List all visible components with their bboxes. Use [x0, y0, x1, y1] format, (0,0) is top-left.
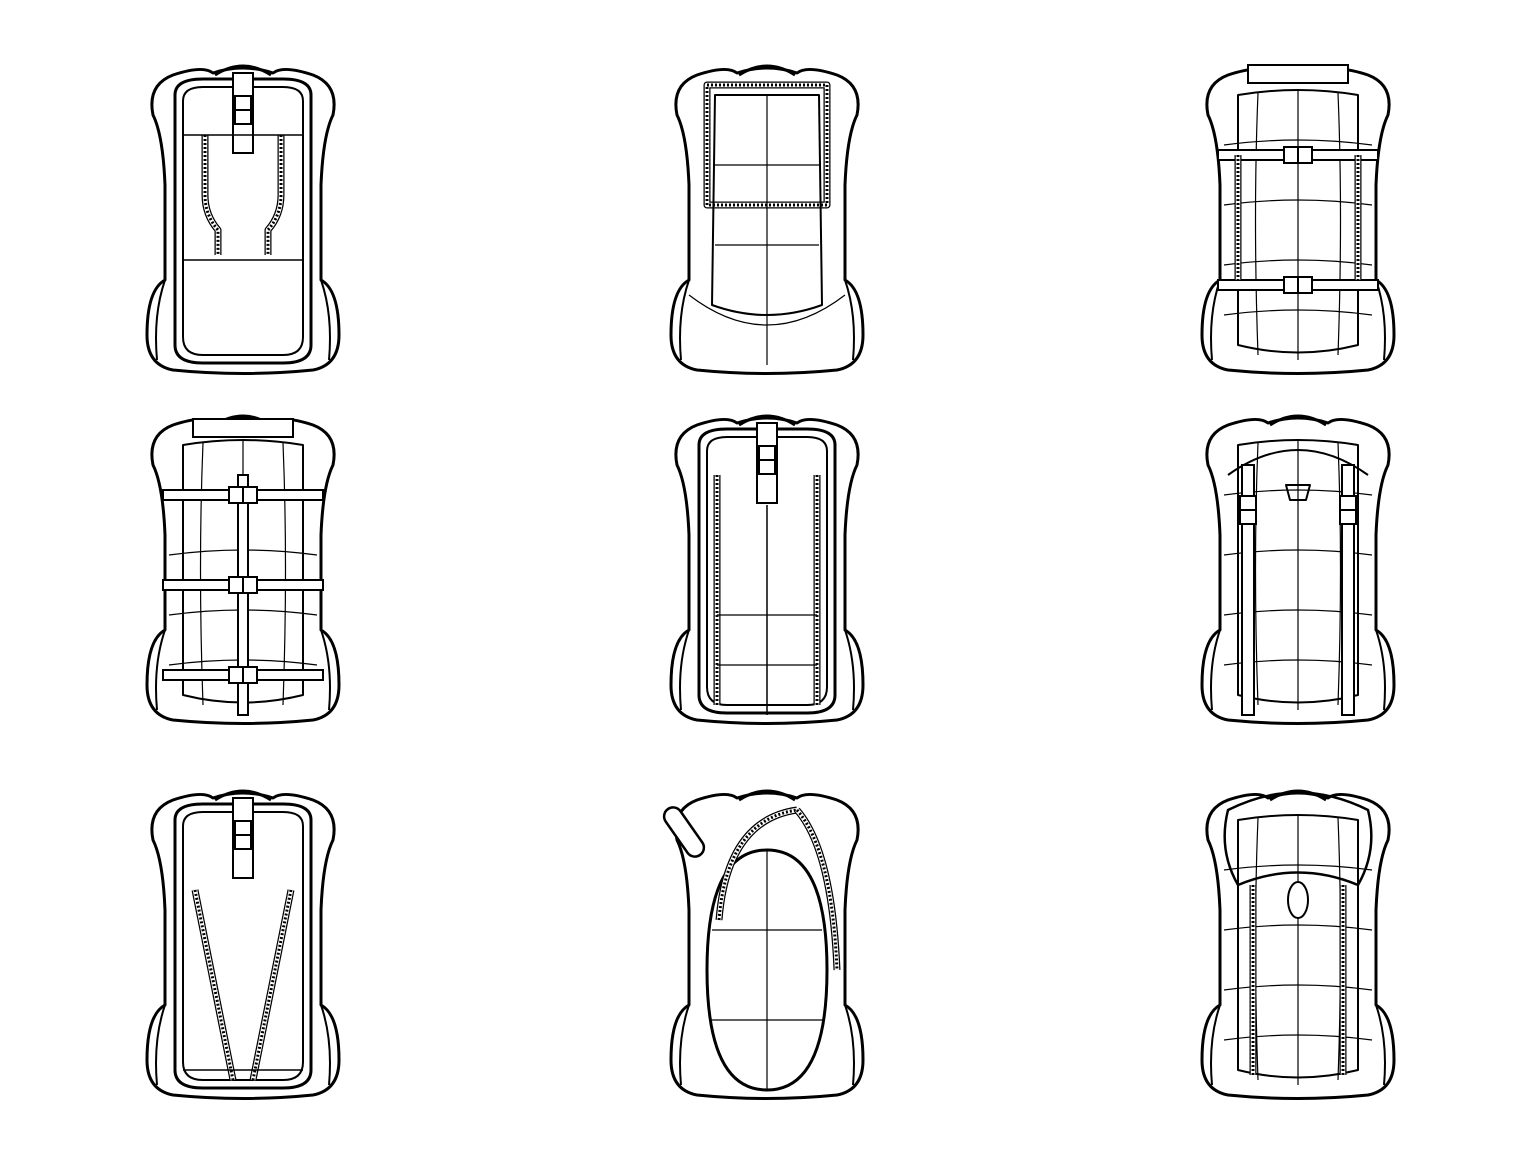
top-strap: [192, 418, 294, 438]
side-pocket-left: [1210, 279, 1221, 361]
backpack-outline: [1200, 791, 1396, 1100]
top-handle: [214, 64, 272, 77]
side-pocket-right: [1375, 279, 1386, 361]
side-pocket-right: [844, 629, 855, 711]
side-pocket-right: [1375, 629, 1386, 711]
side-pocket-left: [1210, 629, 1221, 711]
side-pocket-left: [155, 279, 166, 361]
zipper-teeth: [203, 135, 220, 255]
pull-tab: [1285, 484, 1311, 501]
top-handle: [738, 789, 796, 802]
side-pocket-right: [320, 629, 331, 711]
backpack-outline: [669, 66, 865, 375]
top-handle: [738, 64, 796, 77]
grid-line: [1223, 1034, 1373, 1041]
side-pocket-right: [320, 279, 331, 361]
backpack-dome-top-zip-sides: [1200, 789, 1396, 1100]
side-pocket-left: [679, 1004, 690, 1086]
grid-line: [1223, 139, 1373, 146]
grid-line: [282, 442, 287, 706]
backpack-outline: [669, 791, 865, 1100]
front-panel: [173, 802, 313, 1090]
zipper-teeth: [193, 889, 235, 1081]
grid-line: [1254, 92, 1259, 356]
backpack-flap-buckle-v-zips: [145, 789, 341, 1100]
side-pocket-right: [844, 1004, 855, 1086]
zipper-fill: [265, 135, 284, 255]
side-strap: [1341, 464, 1355, 716]
backpack-flap-buckle-front-panel: [145, 64, 341, 375]
hydration-tube: [662, 806, 706, 858]
zipper-teeth: [717, 808, 798, 921]
zipper-teeth: [266, 135, 283, 255]
front-panel-inner: [182, 811, 304, 1081]
grid-line: [688, 294, 846, 326]
side-pocket-left: [155, 1004, 166, 1086]
grid-line: [1223, 864, 1373, 871]
grid-line: [1337, 92, 1342, 356]
side-pocket-left: [155, 629, 166, 711]
front-panel: [173, 77, 313, 365]
backpack-compression-straps-grid: [1200, 64, 1396, 375]
backpack-outline: [145, 66, 341, 375]
grid-line: [1223, 984, 1373, 991]
zipper-teeth: [705, 83, 829, 207]
grid-line: [1254, 442, 1259, 706]
center-strap: [237, 474, 249, 716]
side-strap: [1241, 464, 1255, 716]
side-pocket-left: [679, 629, 690, 711]
backpack-triple-buckle-straps: [145, 414, 341, 725]
front-panel: [697, 427, 837, 715]
top-strap: [1247, 64, 1349, 84]
grid-line: [1337, 442, 1342, 706]
side-pocket-left: [679, 279, 690, 361]
front-panel: [711, 94, 823, 316]
backpack-zip-panel-grid: [669, 64, 865, 375]
top-handle: [1269, 414, 1327, 427]
zipper-fill: [202, 135, 221, 255]
main-compartment: [1237, 814, 1359, 1079]
main-compartment: [182, 439, 304, 704]
zipper-teeth: [795, 809, 839, 971]
backpack-hydration-oval-panel: [662, 789, 865, 1100]
backpack-outline: [145, 791, 341, 1100]
top-handle: [738, 414, 796, 427]
top-handle: [214, 789, 272, 802]
pull-loop-icon: [1287, 881, 1309, 919]
backpack-dual-strap-panel-grid: [1200, 414, 1396, 725]
backpack-outline: [1200, 416, 1396, 725]
side-pocket-right: [320, 1004, 331, 1086]
backpack-outline: [669, 416, 865, 725]
front-panel-inner: [182, 86, 304, 356]
main-compartment: [1237, 439, 1359, 704]
zipper-teeth: [251, 889, 293, 1081]
grid-line: [1223, 924, 1373, 931]
side-pocket-right: [1375, 1004, 1386, 1086]
top-handle: [1269, 789, 1327, 802]
dome-top: [1223, 791, 1373, 887]
side-pocket-right: [844, 279, 855, 361]
main-compartment: [1237, 89, 1359, 354]
side-pocket-left: [1210, 1004, 1221, 1086]
grid-line: [1223, 309, 1373, 316]
grid-line: [199, 442, 204, 706]
backpack-flap-buckle-long-zips: [669, 414, 865, 725]
